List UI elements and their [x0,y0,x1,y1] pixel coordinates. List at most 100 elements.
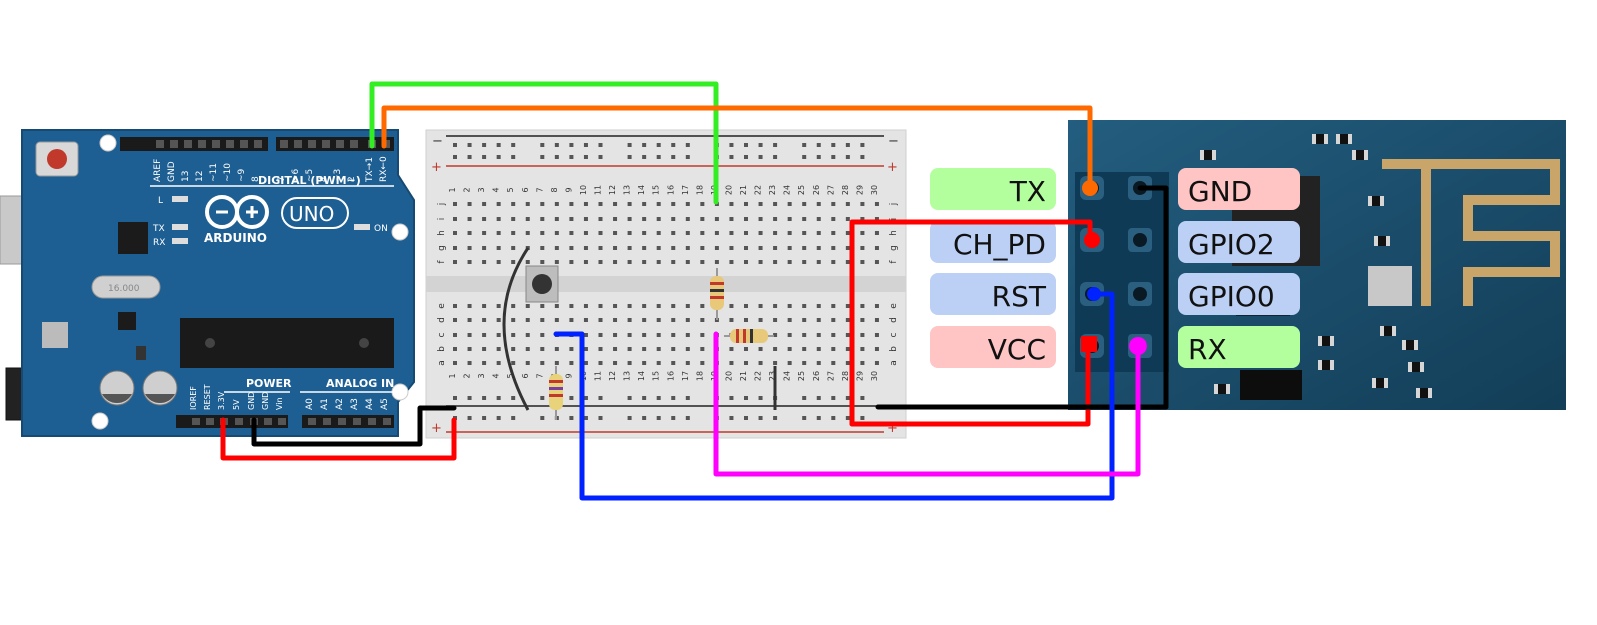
analog-pin-label-1: A1 [320,398,330,410]
arduino-brand: ARDUINO [204,231,267,245]
row-label-h-1: h [889,230,899,236]
digital-pin-label-12: ~3 [333,169,343,182]
column-label-bottom-20: 20 [724,371,733,381]
column-label-top-15: 15 [652,185,661,195]
digital-pin-label-2: 13 [181,171,191,182]
esp-pin-labels: TX CH_PD RST VCC GND GPIO2 GPIO0 RX [930,168,1300,368]
column-label-top-11: 11 [594,185,603,195]
column-label-bottom-30: 30 [870,371,879,381]
digital-pin-label-3: 12 [195,171,205,182]
row-label-b-1: b [889,346,899,352]
led-label-rx: RX [153,238,165,248]
on-label: ON [374,224,388,234]
resistor-vertical-2 [549,366,563,420]
row-label-c-0: c [437,332,447,337]
column-label-bottom-24: 24 [783,371,792,381]
column-label-top-12: 12 [608,185,617,195]
esp8266-module [1068,120,1566,410]
column-label-bottom-1: 1 [448,373,457,378]
digital-pin-label-1: GND [167,161,177,182]
button-jumper-wire [502,247,530,411]
digital-pin-label-7: 8 [251,176,261,182]
column-label-top-21: 21 [739,185,748,195]
column-label-bottom-9: 9 [564,373,573,378]
rail-plus-top-right: + [887,160,898,175]
rail-plus-bottom: + [431,421,442,436]
column-label-bottom-2: 2 [463,373,472,378]
column-label-top-23: 23 [768,185,777,195]
row-label-b-0: b [437,346,447,352]
column-label-bottom-17: 17 [681,371,690,381]
wire-green [369,81,719,205]
row-label-e-0: e [437,303,447,309]
row-label-d-0: d [437,317,447,323]
resistor-vertical-1 [710,268,724,320]
esp-pin-ch-pd-dot [1084,232,1100,248]
row-label-j-0: j [437,203,447,207]
wire-blue [553,291,1115,501]
led-label-tx: TX [152,224,165,234]
column-label-bottom-23: 23 [768,371,777,381]
breadboard-holes [453,143,879,420]
esp-pin-rst-dot [1087,287,1101,301]
label-gnd: GND [1188,175,1252,208]
column-label-top-28: 28 [841,185,850,195]
power-pin-label-1: RESET [203,384,212,410]
arduino-logo [205,195,269,229]
row-label-c-1: c [889,332,899,337]
column-label-top-3: 3 [477,187,486,192]
digital-pin-label-15: RX←0 [379,156,389,182]
digital-pin-label-11: 4 [319,176,329,182]
label-ch-pd: CH_PD [953,228,1046,261]
rail-plus-bottom-right: + [887,421,898,436]
column-label-bottom-13: 13 [623,371,632,381]
arduino-model: UNO [289,202,334,226]
column-label-bottom-22: 22 [754,371,763,381]
column-label-top-10: 10 [579,185,588,195]
column-label-top-26: 26 [812,185,821,195]
label-tx: TX [1009,175,1046,208]
esp-pin-rx-dot [1129,337,1147,355]
column-label-bottom-6: 6 [521,373,530,378]
wire-orange [381,105,1093,191]
analog-pin-label-4: A4 [365,398,375,410]
label-vcc: VCC [988,333,1046,366]
column-label-top-4: 4 [492,187,501,192]
atmega-chip [180,318,394,368]
digital-pin-label-9: ~6 [291,168,301,182]
wire-magenta [713,331,1141,477]
digital-pin-label-10: ~5 [305,169,315,182]
column-label-top-30: 30 [870,185,879,195]
digital-pin-label-4: ~11 [209,163,219,182]
resistor-horizontal [724,329,774,343]
column-label-top-24: 24 [783,185,792,195]
column-label-bottom-25: 25 [797,371,806,381]
led-label-l: L [158,196,163,206]
digital-header-right [276,137,394,151]
row-label-d-1: d [889,317,899,323]
breadboard: − + − + − + − + 112233445566778899101011… [425,129,907,439]
column-label-top-2: 2 [463,187,472,192]
column-label-top-8: 8 [550,187,559,192]
column-label-top-29: 29 [855,185,864,195]
column-label-top-18: 18 [695,185,704,195]
column-label-top-7: 7 [535,187,544,192]
column-label-top-17: 17 [681,185,690,195]
label-rst: RST [992,280,1047,313]
column-label-bottom-7: 7 [535,373,544,378]
column-label-top-9: 9 [564,187,573,192]
column-label-bottom-5: 5 [506,373,515,378]
digital-pin-label-0: AREF [153,159,163,182]
wire-red-vcc [849,339,1091,427]
crystal-oscillator [91,275,161,299]
column-label-bottom-15: 15 [652,371,661,381]
column-label-top-16: 16 [666,185,675,195]
power-header-label: POWER [246,377,292,390]
column-label-top-5: 5 [506,187,515,192]
column-label-bottom-4: 4 [492,373,501,378]
push-button [525,265,559,303]
power-header [176,415,288,428]
